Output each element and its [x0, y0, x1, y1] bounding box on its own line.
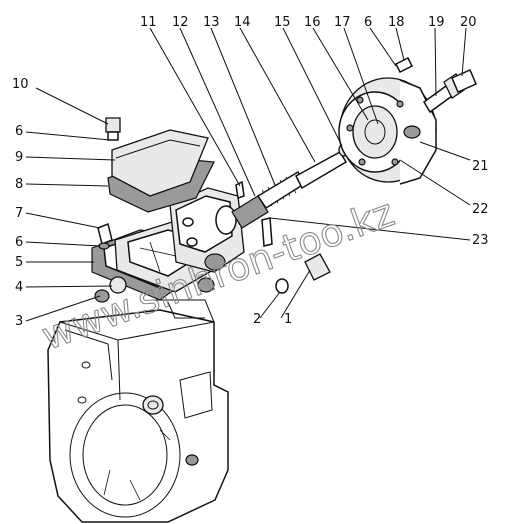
- callout-14: 14: [234, 15, 251, 30]
- callout-3: 3: [15, 314, 23, 329]
- spring-assembly: [231, 170, 305, 229]
- callout-2: 2: [253, 312, 261, 327]
- callout-20: 20: [460, 15, 477, 30]
- bolt-part-18: [394, 56, 414, 74]
- pin-part-11: [235, 180, 245, 199]
- flange-assembly: [338, 77, 437, 185]
- callout-7: 7: [15, 206, 23, 221]
- gearbox-housing: [47, 299, 229, 523]
- callout-1: 1: [284, 312, 292, 327]
- callout-12: 12: [172, 15, 189, 30]
- callout-21: 21: [472, 159, 489, 174]
- callout-16: 16: [304, 15, 321, 30]
- callout-18: 18: [388, 15, 405, 30]
- callout-4: 4: [15, 280, 23, 295]
- callout-22: 22: [472, 202, 489, 217]
- bolt-part-7: [97, 222, 113, 250]
- callout-6-top: 6: [364, 15, 372, 30]
- leader-lines: [25, 27, 471, 322]
- callout-23: 23: [472, 233, 489, 248]
- callout-11: 11: [140, 15, 157, 30]
- plug-part-1: [304, 253, 331, 281]
- washer-part-2: [275, 278, 289, 294]
- callout-9: 9: [15, 150, 23, 165]
- bolt-part-10: [105, 117, 121, 141]
- shaft-part-14: [295, 143, 350, 190]
- callout-6-lower: 6: [15, 235, 23, 250]
- bolt-part-20: [451, 69, 477, 93]
- bolt-part-23: [261, 217, 273, 247]
- callout-17: 17: [334, 15, 351, 30]
- nut-part-4: [109, 276, 127, 294]
- callout-labels: 1 2 3 4 5 6 7 8 9 10 6 11 12 13 14 15 16…: [12, 15, 489, 329]
- callout-5: 5: [15, 255, 23, 270]
- bearing-housing: [169, 187, 245, 293]
- washer-part-3: [94, 289, 110, 303]
- callout-15: 15: [274, 15, 291, 30]
- callout-6-upper: 6: [15, 124, 23, 139]
- callout-8: 8: [15, 177, 23, 192]
- callout-10: 10: [12, 77, 29, 92]
- top-cover-part-9: [111, 129, 209, 197]
- callout-13: 13: [203, 15, 220, 30]
- callout-19: 19: [428, 15, 445, 30]
